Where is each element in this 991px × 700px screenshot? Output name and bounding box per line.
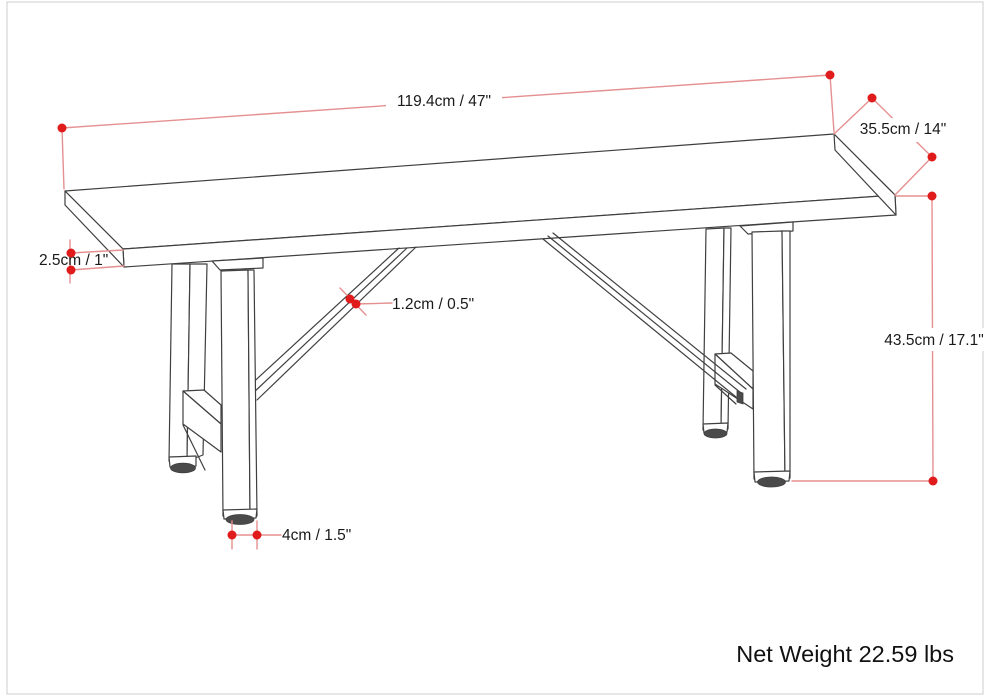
dimension-dot bbox=[927, 191, 937, 201]
dimension-dot bbox=[928, 476, 938, 486]
left-stretcher-block bbox=[182, 389, 222, 471]
bench-drawing bbox=[64, 133, 897, 525]
foot-pad bbox=[170, 462, 196, 474]
length-dimension-label: 119.4cm / 47" bbox=[397, 93, 491, 110]
dimension-dot bbox=[345, 294, 355, 304]
height-dimension-label: 43.5cm / 17.1" bbox=[884, 332, 983, 349]
dimension-dot bbox=[867, 93, 877, 103]
foot-pad bbox=[757, 476, 786, 488]
dimension-dot bbox=[227, 530, 237, 540]
bench-top bbox=[64, 133, 897, 268]
dimension-dot bbox=[927, 152, 937, 162]
dimension-dot bbox=[351, 299, 361, 309]
dimension-dot bbox=[825, 70, 835, 80]
dimension-dot bbox=[66, 265, 76, 275]
foot-width-dimension-label: 4cm / 1.5" bbox=[282, 527, 351, 544]
depth-dimension-label: 35.5cm / 14" bbox=[860, 121, 947, 138]
back-left-leg bbox=[168, 263, 208, 474]
top-left-end bbox=[64, 190, 125, 268]
dimension-dot bbox=[252, 530, 262, 540]
thickness-dimension-label: 2.5cm / 1" bbox=[39, 252, 108, 269]
front-right-leg bbox=[751, 230, 791, 488]
front-left-leg bbox=[220, 269, 258, 525]
dimension-endpoint-dots bbox=[57, 70, 938, 540]
brace-thickness-dimension-label: 1.2cm / 0.5" bbox=[392, 296, 474, 313]
net-weight-label: Net Weight 22.59 lbs bbox=[736, 641, 954, 667]
dimension-dot bbox=[57, 123, 67, 133]
cross-braces bbox=[246, 232, 747, 405]
right-stretcher-block bbox=[714, 352, 754, 410]
dimension-dot bbox=[66, 248, 76, 258]
brace-end-cap bbox=[736, 390, 744, 405]
foot-pad bbox=[703, 428, 728, 439]
top-right-end bbox=[833, 133, 897, 216]
foot-pad bbox=[225, 514, 255, 525]
back-right-leg bbox=[702, 227, 732, 439]
dimension-labels: 119.4cm / 47" 35.5cm / 14" 2.5cm / 1" 1.… bbox=[39, 89, 984, 667]
